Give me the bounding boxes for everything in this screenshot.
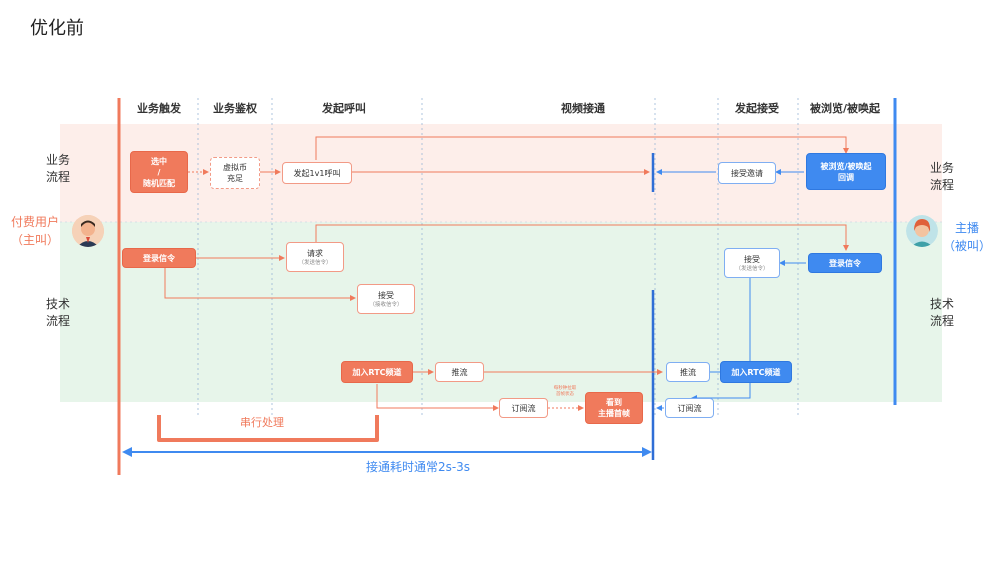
column-header-auth: 业务鉴权	[213, 102, 257, 115]
node-login-signal-right: 登录信令	[808, 253, 882, 273]
node-request-sub: （发送信令）	[298, 259, 332, 266]
connect-duration-label: 接通耗时通常2s-3s	[365, 460, 471, 474]
node-login-signal-left: 登录信令	[122, 248, 196, 268]
node-join-rtc-left-label: 加入RTC频道	[352, 367, 402, 377]
node-browse-callback: 被浏览/被唤起 回调	[806, 153, 886, 190]
caller-label: 付费用户 （主叫）	[10, 215, 59, 247]
lane-label-business-left: 业务 流程	[45, 153, 70, 184]
node-start-call: 发起1v1呼叫	[282, 162, 352, 184]
column-header-call: 发起呼叫	[322, 102, 366, 115]
node-push-left-label: 推流	[451, 367, 468, 377]
node-coin-sufficient-label: 虚拟币 充足	[223, 163, 247, 183]
lane-label-business-right: 业务 流程	[929, 161, 954, 192]
node-accept-right-sub: （发送信令）	[735, 265, 769, 272]
column-header-browse: 被浏览/被唤起	[809, 102, 881, 115]
node-accept-invite: 接受邀请	[718, 162, 776, 184]
lane-label-tech-left: 技术 流程	[45, 297, 70, 328]
lane-label-tech-right: 技术 流程	[929, 297, 954, 328]
node-accept-right-label: 接受	[744, 254, 760, 264]
poll-note: 每秒钟拉取 首帧状态	[553, 386, 577, 397]
node-coin-sufficient: 虚拟币 充足	[210, 157, 260, 189]
node-subscribe-left-label: 订阅流	[511, 403, 536, 413]
node-subscribe-left: 订阅流	[499, 398, 548, 418]
anchor-avatar	[906, 215, 938, 247]
node-subscribe-right: 订阅流	[665, 398, 714, 418]
page-title: 优化前	[30, 18, 84, 39]
node-browse-callback-label: 被浏览/被唤起 回调	[820, 161, 872, 182]
column-header-trigger: 业务触发	[137, 102, 181, 115]
node-subscribe-right-label: 订阅流	[677, 403, 702, 413]
node-push-right-label: 推流	[680, 367, 696, 377]
node-login-signal-left-label: 登录信令	[143, 253, 175, 263]
node-join-rtc-right: 加入RTC频道	[720, 361, 792, 383]
node-join-rtc-right-label: 加入RTC频道	[731, 367, 781, 377]
node-accept-invite-label: 接受邀请	[731, 168, 763, 178]
caller-avatar	[72, 215, 104, 247]
node-start-call-label: 发起1v1呼叫	[293, 168, 341, 178]
node-accept-right: 接受 （发送信令）	[724, 248, 780, 278]
serial-processing-label: 串行处理	[240, 416, 284, 429]
node-first-frame: 看到 主播首帧	[585, 392, 643, 424]
node-join-rtc-left: 加入RTC频道	[341, 361, 413, 383]
node-request: 请求 （发送信令）	[286, 242, 344, 272]
node-first-frame-label: 看到 主播首帧	[598, 398, 630, 418]
node-push-left: 推流	[435, 362, 484, 382]
node-push-right: 推流	[666, 362, 710, 382]
node-receive-label: 接受	[378, 290, 394, 300]
anchor-label: 主播 （被叫）	[942, 221, 991, 253]
column-header-accept: 发起接受	[735, 102, 779, 115]
node-select-match-label: 选中 / 随机匹配	[143, 156, 175, 188]
node-select-match: 选中 / 随机匹配	[130, 151, 188, 193]
node-receive: 接受 （接收信令）	[357, 284, 415, 314]
column-header-video: 视频接通	[561, 102, 605, 115]
node-receive-sub: （接收信令）	[369, 301, 403, 308]
node-login-signal-right-label: 登录信令	[829, 258, 861, 268]
node-request-label: 请求	[307, 248, 323, 258]
